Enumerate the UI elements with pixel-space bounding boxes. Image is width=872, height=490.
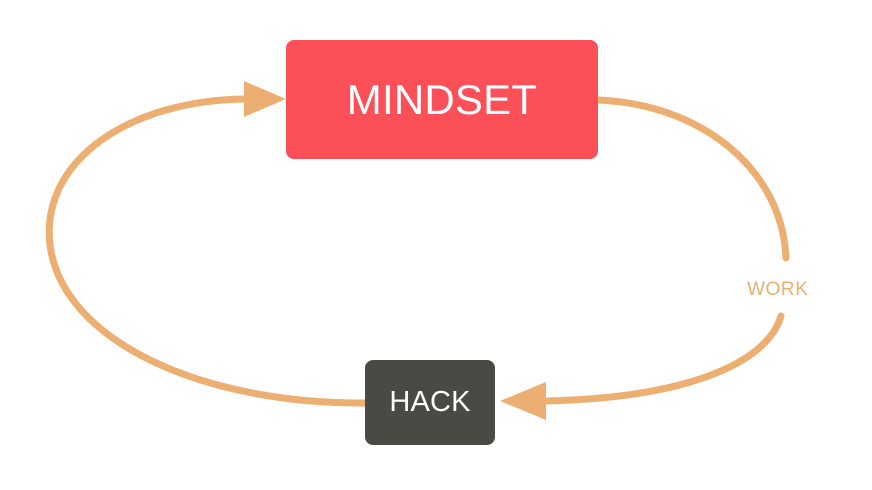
node-mindset-label: MINDSET: [346, 75, 538, 123]
edge-mindset-to-hack-upper-path: [594, 96, 790, 262]
edge-mindset-to-hack-arrowhead: [500, 382, 546, 420]
node-hack[interactable]: HACK: [365, 360, 495, 445]
edge-hack-to-mindset-path: [45, 95, 369, 407]
edge-hack-to-mindset-arrowhead: [244, 81, 286, 117]
node-mindset[interactable]: MINDSET: [286, 40, 598, 159]
edge-mindset-to-hack-lower-path: [542, 312, 785, 405]
node-hack-label: HACK: [389, 386, 471, 418]
edge-label-work: WORK: [747, 279, 809, 300]
